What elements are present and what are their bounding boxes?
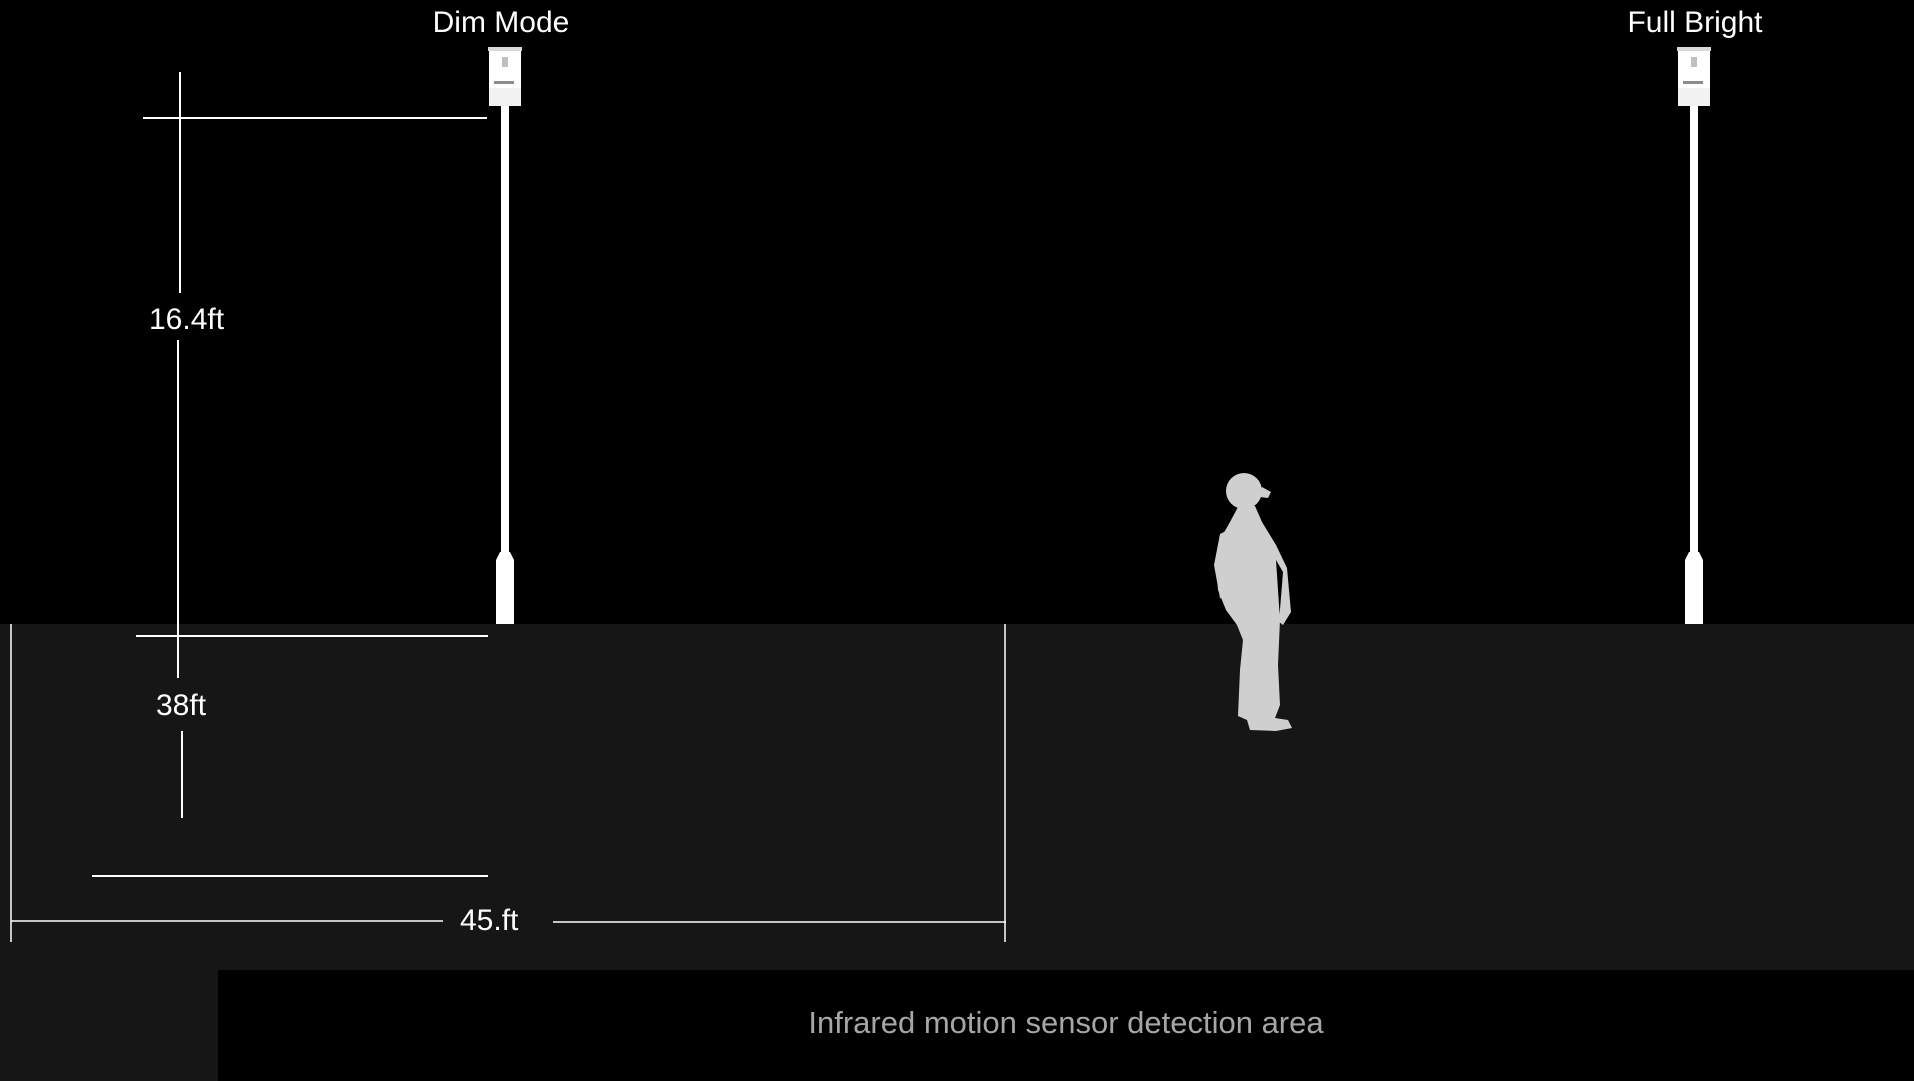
detection-depth-dimension <box>92 731 488 877</box>
dim-mode-label: Dim Mode <box>432 6 570 39</box>
footer-left-block <box>0 970 218 1081</box>
person-silhouette-icon <box>1214 473 1292 731</box>
pole-height-dimension <box>136 72 488 678</box>
full-bright-label: Full Bright <box>1627 6 1763 39</box>
detection-area-caption: Infrared motion sensor detection area <box>808 1005 1324 1040</box>
footer-band <box>218 970 1914 1081</box>
detection-depth-label: 38ft <box>156 689 207 722</box>
pole-height-label: 16.4ft <box>149 303 225 336</box>
detection-width-dimension <box>10 624 1006 942</box>
ground-area <box>0 624 1914 970</box>
dim-mode-light-pole-icon <box>488 47 522 624</box>
detection-width-label: 45.ft <box>460 904 519 937</box>
full-bright-light-pole-icon <box>1677 47 1711 624</box>
